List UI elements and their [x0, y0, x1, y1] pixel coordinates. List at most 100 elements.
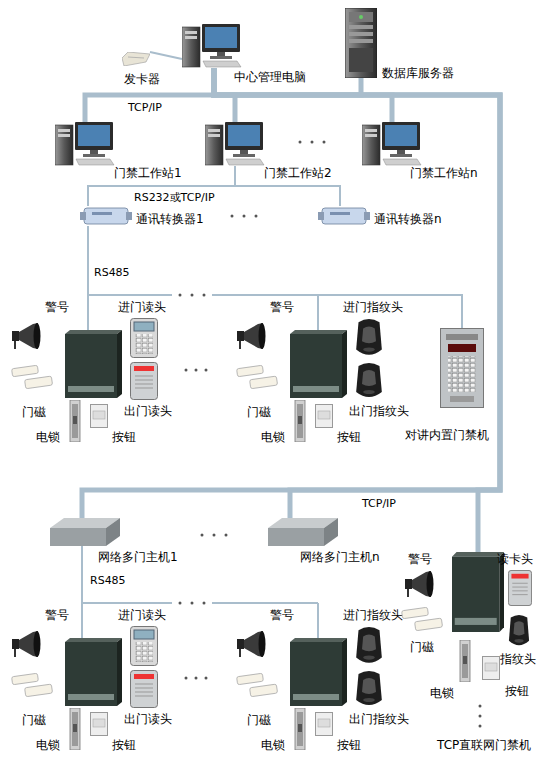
controller-box	[290, 638, 347, 706]
network-line	[235, 166, 340, 206]
device-label: 按钮	[337, 738, 361, 752]
device-label: 进门读头	[118, 300, 166, 314]
device-icon	[237, 630, 267, 658]
device-label: 网络多门主机n	[300, 550, 380, 564]
device-label: 对讲内置门禁机	[405, 428, 489, 442]
device-label: 按钮	[505, 684, 529, 698]
network-line	[82, 68, 500, 518]
device-icon	[235, 672, 279, 698]
device-node: 进门指纹头	[355, 318, 383, 358]
device-icon	[10, 672, 54, 698]
device-label: 读卡头	[497, 552, 533, 566]
device-label: 电锁	[261, 430, 285, 444]
device-node: 门禁工作站n	[362, 122, 422, 166]
device-icon	[50, 518, 120, 546]
line-gap	[172, 598, 212, 608]
network-line	[150, 52, 182, 59]
controller-box	[290, 330, 347, 398]
device-node: 门磁	[235, 672, 279, 698]
device-icon	[318, 206, 370, 226]
device-node: 门磁	[10, 672, 54, 698]
device-icon	[362, 122, 422, 166]
device-label: 警号	[45, 608, 69, 622]
device-node: 进门读头	[130, 318, 158, 358]
device-node: 通讯转换器n	[318, 206, 370, 226]
device-label: TCP直联网门禁机	[437, 738, 531, 752]
device-node: 电锁	[68, 708, 82, 750]
device-icon	[400, 606, 444, 632]
device-node: 对讲内置门禁机	[440, 328, 484, 408]
device-icon	[10, 364, 54, 390]
device-label: 通讯转换器1	[136, 212, 204, 226]
device-icon	[355, 670, 383, 708]
device-icon	[355, 362, 383, 400]
device-node: 门磁	[400, 606, 444, 632]
device-node: 警号	[237, 322, 267, 350]
device-label: 电锁	[430, 686, 454, 700]
device-node: 网络多门主机1	[50, 518, 120, 546]
device-label: 中心管理电脑	[234, 70, 306, 84]
device-node: 通讯转换器1	[80, 206, 132, 226]
network-line	[214, 68, 361, 95]
device-label: 警号	[270, 608, 294, 622]
device-icon	[293, 708, 307, 750]
device-icon	[130, 362, 158, 400]
device-label: 门磁	[247, 713, 271, 727]
controller-box	[65, 330, 122, 398]
device-icon	[130, 670, 158, 708]
device-node: 门磁	[10, 364, 54, 390]
device-label: 指纹头	[500, 652, 536, 666]
device-node: 数据库服务器	[345, 8, 377, 78]
line-gap	[172, 290, 212, 300]
link-label: RS232或TCP/IP	[134, 191, 215, 204]
device-label: 警号	[270, 300, 294, 314]
device-icon	[345, 8, 377, 78]
link-label: TCP/IP	[362, 497, 396, 510]
device-icon	[130, 318, 158, 358]
device-icon	[90, 712, 108, 736]
device-label: 数据库服务器	[382, 66, 454, 80]
device-icon	[315, 712, 333, 736]
device-label: 进门读头	[118, 608, 166, 622]
device-node: 按钮	[315, 404, 333, 428]
device-label: 进门指纹头	[343, 300, 403, 314]
device-icon	[405, 570, 435, 598]
device-icon	[235, 364, 279, 390]
device-label: 出门读头	[124, 712, 172, 726]
device-label: 网络多门主机1	[98, 550, 178, 564]
controller-box	[65, 638, 122, 706]
network-line	[85, 68, 214, 122]
device-icon	[80, 206, 132, 226]
device-label: 电锁	[36, 738, 60, 752]
link-label: RS485	[90, 574, 126, 587]
device-icon	[482, 656, 500, 680]
network-line	[88, 166, 235, 206]
device-icon	[68, 400, 82, 442]
device-node: 按钮	[482, 656, 500, 680]
device-label: 门磁	[247, 405, 271, 419]
rs485-wire	[82, 226, 318, 638]
device-icon	[205, 122, 265, 166]
device-node: 门禁工作站2	[205, 122, 265, 166]
device-label: 通讯转换器n	[374, 212, 442, 226]
device-icon	[122, 52, 150, 66]
device-icon	[268, 518, 338, 546]
device-label: 按钮	[337, 430, 361, 444]
device-icon	[315, 404, 333, 428]
device-label: 警号	[408, 552, 432, 566]
device-node: 电锁	[293, 708, 307, 750]
device-icon	[12, 630, 42, 658]
link-label: TCP/IP	[128, 101, 162, 114]
device-icon	[130, 626, 158, 666]
device-node: 门磁	[235, 364, 279, 390]
device-label: 出门指纹头	[349, 404, 409, 418]
device-icon	[440, 328, 484, 408]
device-icon	[452, 552, 504, 632]
device-icon	[55, 122, 115, 166]
device-node: 网络多门主机n	[268, 518, 338, 546]
device-node: 警号	[12, 322, 42, 350]
device-node: 警号	[405, 570, 435, 598]
device-icon	[90, 404, 108, 428]
device-label: 进门指纹头	[343, 608, 403, 622]
